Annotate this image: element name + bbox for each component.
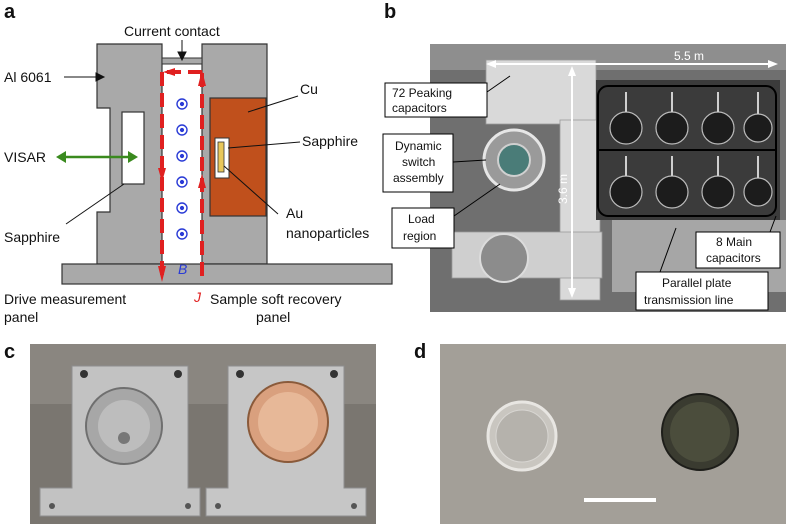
label-plate-line1: Parallel plate bbox=[662, 276, 732, 290]
label-au: Au bbox=[286, 205, 303, 221]
label-drive-line2: panel bbox=[4, 309, 38, 325]
current-arrow-left bbox=[163, 68, 175, 76]
current-arrow-mid-up bbox=[198, 174, 206, 188]
peaking-capacitors-top bbox=[485, 59, 597, 125]
label-al-6061: Al 6061 bbox=[4, 69, 52, 85]
callout-main: 8 Main capacitors bbox=[695, 215, 781, 269]
label-visar: VISAR bbox=[4, 149, 46, 165]
label-switch-line1: Dynamic bbox=[395, 139, 442, 153]
cu-block bbox=[209, 97, 267, 217]
current-arrow-down bbox=[158, 266, 166, 282]
label-b-field: B bbox=[178, 261, 187, 277]
label-sapphire-left: Sapphire bbox=[4, 229, 60, 245]
panel-c-letter: c bbox=[4, 341, 15, 363]
label-switch-line3: assembly bbox=[393, 171, 444, 185]
panel-d: d bbox=[414, 341, 786, 524]
callout-peaking: 72 Peaking capacitors bbox=[384, 75, 511, 118]
label-load-line1: Load bbox=[408, 212, 435, 226]
panel-a-letter: a bbox=[4, 1, 16, 23]
current-arrow-up bbox=[198, 70, 206, 86]
label-sapphire-right: Sapphire bbox=[302, 133, 358, 149]
panel-b-letter: b bbox=[384, 1, 396, 23]
au-nanoparticles bbox=[217, 141, 225, 173]
visar-arrow bbox=[56, 151, 138, 163]
callout-load: Load region bbox=[391, 183, 501, 249]
label-load-line2: region bbox=[403, 229, 436, 243]
scale-bar bbox=[584, 498, 656, 502]
main-capacitors bbox=[609, 111, 773, 209]
label-peaking-line2: capacitors bbox=[392, 101, 447, 115]
al-electrode-left bbox=[39, 365, 201, 517]
load-region-disc bbox=[479, 233, 529, 283]
sapphire-window-left bbox=[121, 111, 145, 185]
label-height-3-6m: 3.6 m bbox=[556, 174, 570, 204]
panel-c: c bbox=[4, 341, 376, 524]
label-peaking-line1: 72 Peaking bbox=[392, 86, 452, 100]
label-main-line1: 8 Main bbox=[716, 235, 752, 249]
label-sample-line2: panel bbox=[256, 309, 290, 325]
label-width-5-5m: 5.5 m bbox=[674, 49, 704, 63]
dimension-width-arrow bbox=[486, 60, 778, 68]
label-j-current: J bbox=[193, 289, 202, 305]
panel-a: a bbox=[4, 1, 393, 325]
label-switch-line2: switch bbox=[402, 155, 435, 169]
callout-switch: Dynamic switch assembly bbox=[382, 133, 487, 193]
al-electrode-right bbox=[205, 365, 367, 517]
panel-b: b bbox=[382, 1, 786, 312]
label-main-line2: capacitors bbox=[706, 251, 761, 265]
callout-plate: Parallel plate transmission line bbox=[635, 227, 769, 311]
panel-a-leaders bbox=[64, 40, 301, 225]
label-drive-line1: Drive measurement bbox=[4, 291, 126, 307]
label-nanoparticles: nanoparticles bbox=[286, 225, 369, 241]
label-plate-line2: transmission line bbox=[644, 293, 734, 307]
dimension-height-arrow bbox=[568, 66, 576, 298]
label-current-contact: Current contact bbox=[124, 23, 220, 39]
label-cu: Cu bbox=[300, 81, 318, 97]
b-field-markers bbox=[176, 98, 188, 240]
current-arrow-mid-down bbox=[158, 168, 166, 182]
panel-d-letter: d bbox=[414, 341, 426, 363]
label-sample-line1: Sample soft recovery bbox=[210, 291, 342, 307]
capacitor-cables bbox=[625, 92, 759, 178]
